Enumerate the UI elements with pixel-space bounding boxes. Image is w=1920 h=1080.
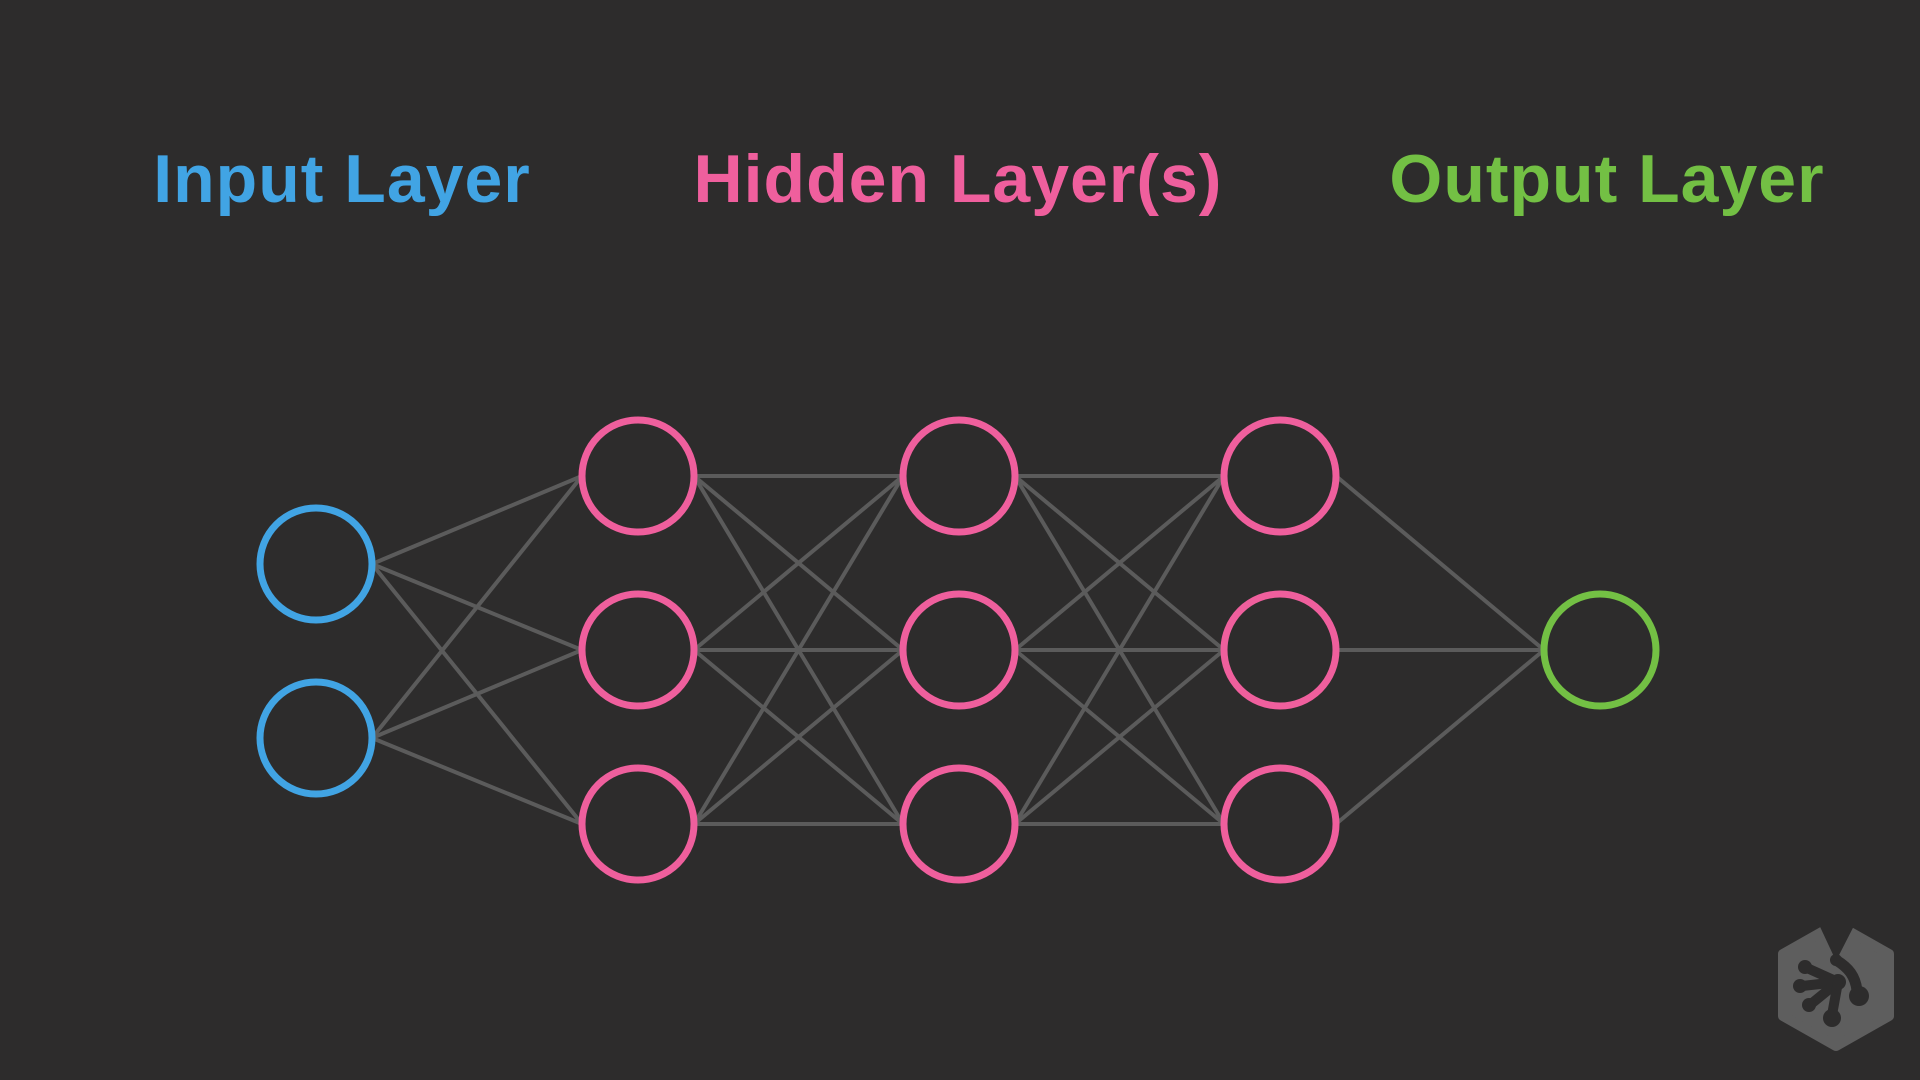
edge-hidden-layer-2-to-hidden-layer-3 xyxy=(1013,474,1226,652)
hidden-layer-2-node-2 xyxy=(899,590,1019,710)
hidden-layer-1-node-1 xyxy=(578,416,698,536)
hidden-layer-title: Hidden Layer(s) xyxy=(693,141,1223,217)
treehouse-logo-icon xyxy=(1778,918,1894,1051)
edge-hidden-layer-1-to-hidden-layer-2 xyxy=(692,474,905,652)
hidden-layer-3-node-1 xyxy=(1220,416,1340,536)
edge-input-layer-to-hidden-layer-1 xyxy=(370,474,584,740)
hidden-layer-3-node-3 xyxy=(1220,764,1340,884)
edge-input-layer-to-hidden-layer-1 xyxy=(371,648,583,740)
input-layer-node-2 xyxy=(256,678,376,798)
edge-hidden-layer-2-to-hidden-layer-3 xyxy=(1013,648,1226,826)
edge-input-layer-to-hidden-layer-1 xyxy=(371,736,583,826)
edge-hidden-layer-3-to-output-layer xyxy=(1334,474,1546,652)
hidden-layer-2-node-1 xyxy=(899,416,1019,536)
hidden-layer-1-node-2 xyxy=(578,590,698,710)
edge-input-layer-to-hidden-layer-1 xyxy=(371,474,583,566)
hidden-layer-1-node-3 xyxy=(578,764,698,884)
hidden-layer-3-node-2 xyxy=(1220,590,1340,710)
input-layer-title: Input Layer xyxy=(153,141,531,217)
edge-hidden-layer-1-to-hidden-layer-2 xyxy=(692,648,905,826)
edge-hidden-layer-2-to-hidden-layer-3 xyxy=(1013,474,1226,826)
hidden-layer-2-node-3 xyxy=(899,764,1019,884)
input-layer-node-1 xyxy=(256,504,376,624)
output-layer-node-1 xyxy=(1540,590,1660,710)
edge-hidden-layer-3-to-output-layer xyxy=(1334,648,1546,826)
output-layer-title: Output Layer xyxy=(1389,141,1825,217)
edge-hidden-layer-1-to-hidden-layer-2 xyxy=(692,474,905,826)
